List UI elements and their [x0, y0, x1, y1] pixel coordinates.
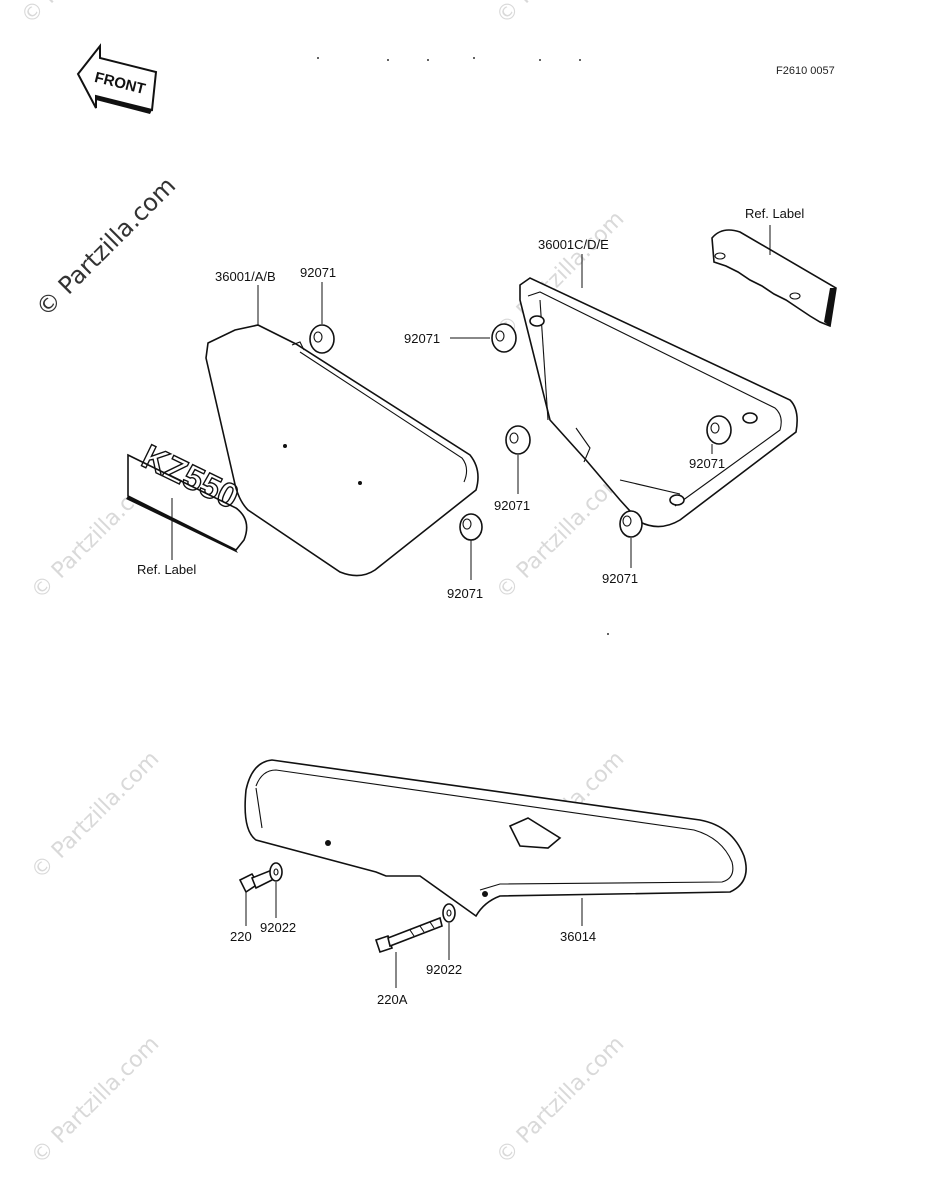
label-left-ref-label: Ref. Label: [137, 562, 196, 577]
label-left-cover: 36001/A/B: [215, 269, 276, 284]
diagram-code: F2610 0057: [776, 65, 835, 77]
front-arrow-icon: FRONT: [76, 43, 158, 114]
right-ref-label-plate: [711, 229, 837, 328]
bolt-220a: [374, 916, 443, 954]
label-right-cover: 36001C/D/E: [538, 237, 609, 252]
watermark-8: © Partzilla.com: [27, 1032, 165, 1170]
callout-labels: 36001/A/B 92071 92071 Ref. Label 36001C/…: [137, 206, 804, 1007]
leader-lines: [171, 225, 771, 988]
label-right-ref-label: Ref. Label: [745, 206, 804, 221]
grommet-right-c: [706, 415, 732, 445]
right-cover-pin-b: [742, 412, 758, 424]
label-chain-cover: 36014: [560, 929, 596, 944]
label-left-grommet: 92071: [300, 265, 336, 280]
chain-cover: [244, 759, 747, 918]
label-bolt-long: 220A: [377, 992, 408, 1007]
label-washer-small: 92022: [260, 920, 296, 935]
watermark-layer: © Partzilla.com © Partzilla.com © Partzi…: [17, 0, 630, 1169]
grommet-right-b: [505, 425, 531, 455]
grommet-left-bottom: [459, 513, 483, 541]
watermark-6: © Partzilla.com: [27, 747, 165, 885]
watermark-9: © Partzilla.com: [492, 1032, 630, 1170]
watermark-2: © Partzilla.com: [492, 0, 630, 29]
washer-92022-long: [442, 903, 456, 923]
label-bolt-small: 220: [230, 929, 252, 944]
print-marks: [317, 57, 609, 635]
watermark-1: © Partzilla.com: [17, 0, 155, 29]
label-right-grommet-c: 92071: [689, 456, 725, 471]
label-left-lower-grommet: 92071: [447, 586, 483, 601]
left-side-cover: [205, 324, 479, 577]
grommet-right-d: [619, 510, 643, 538]
label-right-grommet-b: 92071: [494, 498, 530, 513]
right-side-cover: [519, 277, 798, 528]
label-right-grommet-a: 92071: [404, 331, 440, 346]
grommet-right-a: [491, 323, 517, 353]
right-cover-pin-c: [669, 494, 685, 506]
watermark-dark: © Partzilla.com: [30, 171, 181, 322]
grommet-left-top: [309, 324, 335, 354]
washer-92022-small: [269, 862, 283, 882]
right-cover-pin-a: [529, 315, 545, 327]
label-washer-long: 92022: [426, 962, 462, 977]
label-right-grommet-d: 92071: [602, 571, 638, 586]
